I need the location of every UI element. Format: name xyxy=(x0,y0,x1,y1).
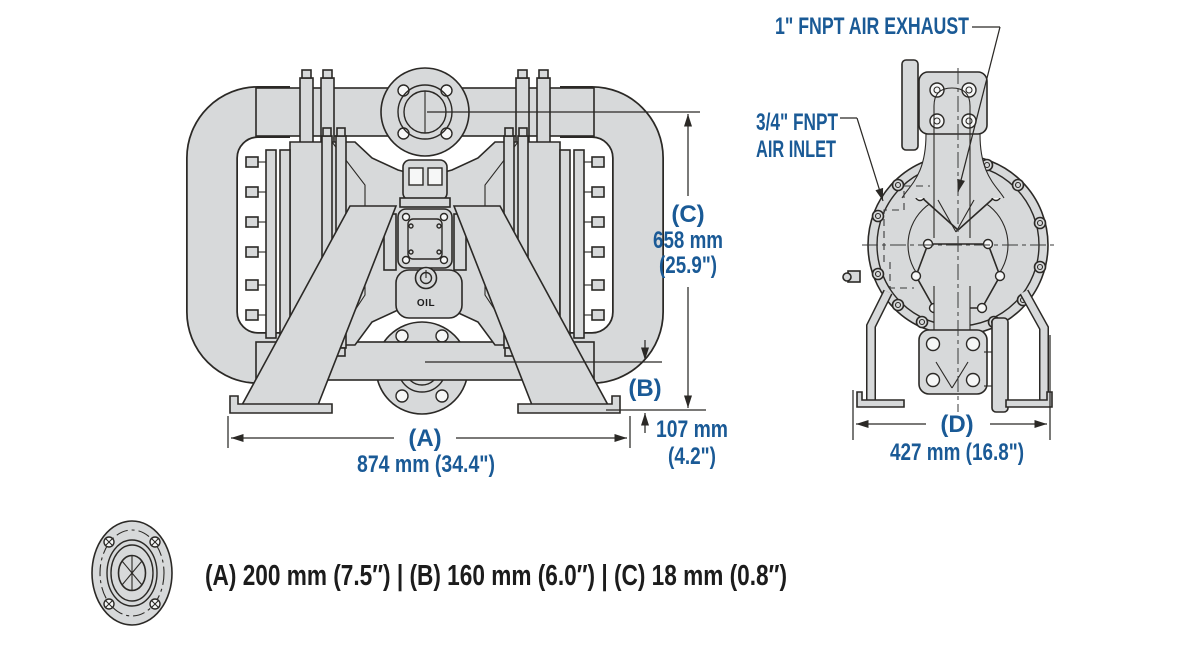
dim-height-c: (C) 658 mm (25.9") xyxy=(427,111,723,411)
front-left-elbow-pipe xyxy=(186,86,290,384)
flange-spec-text: (A) 200 mm (7.5″) | (B) 160 mm (6.0″) | … xyxy=(205,560,787,592)
pump-side-view xyxy=(842,59,1054,413)
side-right-foot xyxy=(1005,391,1053,408)
front-left-foot xyxy=(229,395,333,414)
front-left-leg xyxy=(229,205,398,414)
side-exhaust-side-flange xyxy=(901,59,919,151)
dim-b-value-mm: 107 mm xyxy=(656,416,728,443)
hidden-air-passage-upper xyxy=(883,185,930,262)
flange-bolt-holes xyxy=(103,536,161,610)
side-discharge-side-flange xyxy=(991,317,1009,413)
air-inlet-leader xyxy=(856,117,884,202)
flange-spec-legend: (A) 200 mm (7.5″) | (B) 160 mm (6.0″) | … xyxy=(91,520,787,626)
dimension-annotations: (C) 658 mm (25.9") (B) 107 mm (4.2") (A)… xyxy=(227,13,1051,478)
front-right-leg xyxy=(452,205,621,414)
side-air-inlet-fitting xyxy=(842,270,861,283)
side-exhaust-flange xyxy=(918,71,988,135)
side-exhaust-elbow xyxy=(901,59,1005,238)
dim-c-label: (C) xyxy=(671,201,704,228)
dim-a-label: (A) xyxy=(408,425,441,452)
oil-label: OIL xyxy=(417,298,435,309)
air-inlet-label-line1: 3/4" FNPT xyxy=(756,109,838,136)
air-exhaust-label: 1" FNPT AIR EXHAUST xyxy=(775,13,969,40)
dim-c-value-in: (25.9") xyxy=(659,252,717,279)
dim-width-a: (A) 874 mm (34.4") xyxy=(227,416,631,478)
pump-front-view: OIL xyxy=(186,67,664,415)
air-exhaust-leader xyxy=(957,26,1001,193)
front-right-chamber-bolts xyxy=(584,156,605,321)
air-inlet-label-line2: AIR INLET xyxy=(756,136,836,163)
front-left-chamber-bolts xyxy=(245,156,266,321)
side-left-foot xyxy=(856,391,905,408)
side-left-leg xyxy=(856,289,905,408)
front-right-elbow-pipe xyxy=(560,86,664,384)
dim-b-value-in: (4.2") xyxy=(668,443,716,470)
dim-d-label: (D) xyxy=(940,411,973,438)
dim-b-label: (B) xyxy=(628,375,661,402)
front-right-foot xyxy=(517,395,621,414)
dim-width-d: (D) 427 mm (16.8") xyxy=(852,335,1051,466)
front-oil-reservoir: OIL xyxy=(395,266,463,319)
side-discharge-elbow xyxy=(918,262,1009,413)
hidden-air-passage-lower xyxy=(889,262,914,289)
dim-d-value: 427 mm (16.8") xyxy=(890,439,1024,466)
dim-offset-b: (B) 107 mm (4.2") xyxy=(425,340,728,470)
flange-icon xyxy=(91,520,173,626)
front-air-valve xyxy=(383,159,467,276)
air-inlet-callout: 3/4" FNPT AIR INLET xyxy=(756,109,884,202)
side-right-leg xyxy=(1005,289,1053,408)
dim-c-value-mm: 658 mm xyxy=(653,227,723,254)
air-exhaust-callout: 1" FNPT AIR EXHAUST xyxy=(775,13,1001,193)
dim-a-value: 874 mm (34.4") xyxy=(357,451,495,478)
